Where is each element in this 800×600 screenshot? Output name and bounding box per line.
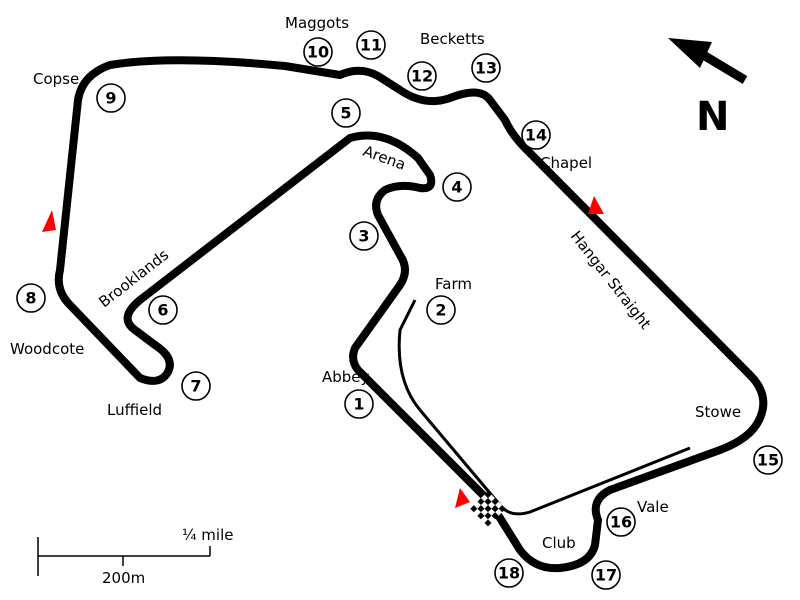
- svg-text:16: 16: [610, 513, 632, 532]
- svg-text:18: 18: [498, 564, 520, 583]
- corner-name-becketts: Becketts: [420, 30, 485, 48]
- svg-text:4: 4: [451, 178, 462, 197]
- corner-name-chapel: Chapel: [540, 154, 592, 172]
- checkered-flag-icon: [470, 491, 506, 527]
- svg-text:8: 8: [25, 289, 36, 308]
- straight-label: Hangar Straight: [567, 227, 655, 332]
- corner-16: 16: [606, 507, 636, 537]
- corner-13: 13: [471, 53, 501, 83]
- corner-9: 9: [96, 83, 126, 113]
- corner-17: 17: [591, 560, 621, 590]
- corner-14: 14: [521, 120, 551, 150]
- svg-text:3: 3: [358, 227, 369, 246]
- svg-text:6: 6: [157, 301, 168, 320]
- svg-text:17: 17: [595, 566, 617, 585]
- corner-name-copse: Copse: [33, 70, 79, 88]
- corner-12: 12: [407, 61, 437, 91]
- corner-4: 4: [442, 172, 472, 202]
- scale-bar: ¼ mile 200m: [37, 526, 233, 587]
- corner-10: 10: [303, 37, 333, 67]
- svg-text:10: 10: [307, 43, 329, 62]
- inner-loop: [397, 299, 691, 516]
- sector-marker-icon: [42, 210, 56, 232]
- svg-text:15: 15: [757, 451, 779, 470]
- corner-name-abbey: Abbey: [322, 368, 370, 386]
- svg-text:5: 5: [340, 104, 351, 123]
- north-arrow-icon: [668, 38, 748, 84]
- sector-marker-icon: [455, 488, 470, 508]
- corner-5: 5: [331, 98, 361, 128]
- corner-7: 7: [181, 371, 211, 401]
- svg-text:2: 2: [435, 301, 446, 320]
- corner-2: 2: [426, 295, 456, 325]
- svg-text:14: 14: [525, 126, 547, 145]
- corner-18: 18: [494, 558, 524, 588]
- sector-marker-icon: [588, 196, 604, 214]
- svg-text:11: 11: [360, 36, 382, 55]
- corner-name-club: Club: [542, 534, 576, 552]
- scale-imperial-label: ¼ mile: [182, 526, 233, 544]
- corner-name-luffield: Luffield: [107, 401, 162, 419]
- svg-text:1: 1: [353, 395, 364, 414]
- corner-name-vale: Vale: [637, 498, 669, 516]
- corner-3: 3: [349, 221, 379, 251]
- north-label: N: [696, 94, 729, 140]
- corner-name-stowe: Stowe: [695, 403, 741, 421]
- track-outline: [54, 56, 768, 573]
- corner-1: 1: [344, 389, 374, 419]
- corner-name-farm: Farm: [435, 275, 472, 293]
- scale-metric-label: 200m: [102, 569, 145, 587]
- corner-11: 11: [356, 30, 386, 60]
- corner-name-woodcote: Woodcote: [10, 340, 84, 358]
- corner-name-maggots: Maggots: [285, 14, 349, 32]
- svg-text:7: 7: [190, 377, 201, 396]
- corner-6: 6: [148, 295, 178, 325]
- svg-text:12: 12: [411, 67, 433, 86]
- corner-8: 8: [16, 283, 46, 313]
- svg-text:13: 13: [475, 59, 497, 78]
- svg-text:9: 9: [105, 89, 116, 108]
- corner-15: 15: [753, 445, 783, 475]
